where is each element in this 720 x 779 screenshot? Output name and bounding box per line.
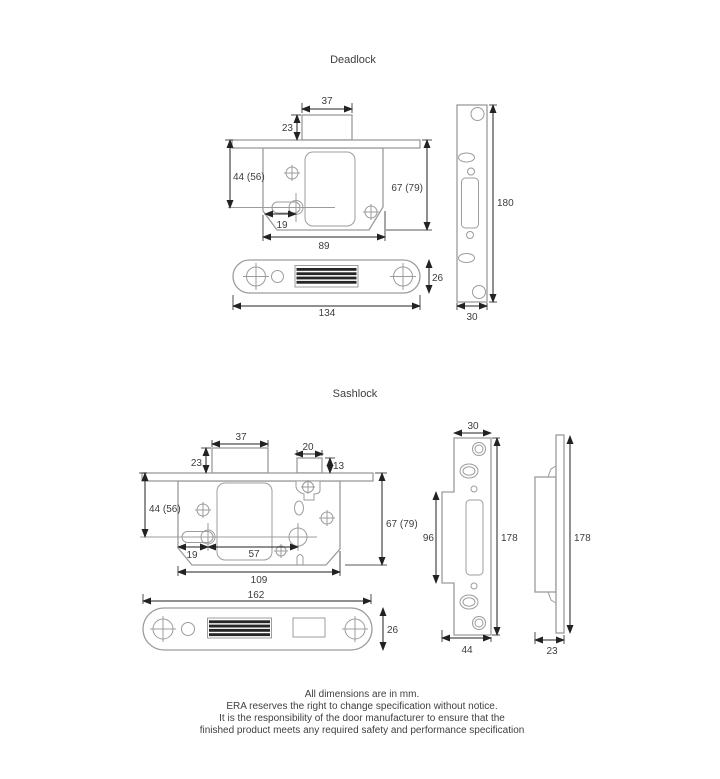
deadlock-strike-screw-left-icon (243, 263, 269, 290)
sashlock-strike-box (207, 617, 272, 639)
deadlock-forend-plate (231, 139, 421, 149)
sashlock-strike-hole-icon (181, 622, 195, 636)
sashlock-faceplate-top-width-label: 30 (467, 421, 479, 432)
deadlock-section: Deadlock (225, 54, 514, 323)
sashlock-latch-screw-icon (301, 480, 315, 494)
deadlock-faceplate-slot-bottom-icon (458, 253, 475, 263)
deadlock-faceplate-slot-top-icon (458, 152, 475, 163)
sashlock-latch-width-label: 20 (302, 442, 314, 453)
sashlock-bolt-width-label: 37 (235, 432, 247, 443)
sashlock-case-dimensions: 37 23 20 13 44 (56) 67 (79) 19 57 (139, 432, 418, 605)
deadlock-faceplate-screw-bottom-icon (472, 285, 486, 299)
deadlock-bolt-width-label: 37 (321, 96, 333, 107)
deadlock-strike-screw-right-icon (390, 263, 416, 290)
deadlock-strike-plate-drawing: 26 134 (232, 259, 444, 319)
deadlock-keyway-offset-label: 19 (276, 220, 288, 231)
sashlock-side-faceplate (555, 434, 565, 634)
deadlock-faceplate-drawing: 180 30 (456, 104, 514, 323)
deadlock-case-drawing (228, 114, 421, 231)
sashlock-slot-icon (294, 500, 304, 516)
sashlock-side-tab-top (547, 465, 557, 478)
deadlock-backset-label: 44 (56) (233, 172, 265, 183)
deadlock-fixing-hole-top-icon (284, 165, 300, 181)
deadlock-faceplate-screw-top-icon (470, 107, 485, 121)
sashlock-fixing-hole-left-icon (195, 502, 211, 518)
sashlock-faceplate-screw-top-icon (472, 442, 486, 456)
deadlock-faceplate-width-label: 30 (466, 312, 478, 323)
deadlock-strike-height-label: 26 (432, 273, 444, 284)
sashlock-side-height-label: 178 (574, 533, 591, 544)
sashlock-faceplate-drawing: 30 96 178 44 (423, 421, 518, 656)
sashlock-strike-height-label: 26 (387, 625, 399, 636)
deadlock-strike-plate (232, 259, 421, 294)
footer-line-3: It is the responsibility of the door man… (219, 713, 505, 724)
sashlock-case-cutout (216, 482, 273, 561)
deadlock-case-cutout (304, 151, 356, 227)
footer-line-1: All dimensions are in mm. (305, 689, 419, 700)
sashlock-strike-screw-left-icon (150, 616, 176, 642)
deadlock-faceplate-bolt-cutout (461, 177, 479, 229)
sashlock-side-view-drawing: 178 23 (534, 434, 591, 657)
sashlock-side-tab-bottom (547, 591, 557, 604)
sashlock-forend-width-label: 162 (248, 590, 265, 601)
deadlock-bolt (301, 114, 353, 141)
footer-notes: All dimensions are in mm. ERA reserves t… (200, 689, 525, 736)
deadlock-strike-hole-icon (271, 270, 284, 283)
deadlock-case-height-label: 67 (79) (391, 183, 423, 194)
sashlock-faceplate-bottom-width-label: 44 (461, 645, 473, 656)
deadlock-faceplate-hole-top-icon (467, 167, 475, 176)
deadlock-strike-width-label: 134 (319, 308, 336, 319)
sashlock-latch (296, 457, 323, 474)
sashlock-faceplate-cutout (465, 499, 484, 576)
deadlock-bolt-height-label: 23 (282, 123, 294, 134)
sashlock-faceplate-slot-top-icon (459, 463, 479, 479)
sashlock-section: Sashlock (139, 388, 591, 657)
deadlock-faceplate-hole-bottom-icon (466, 231, 474, 239)
sashlock-faceplate-screw-bottom-icon (472, 616, 486, 630)
sashlock-follower-offset-label: 57 (248, 549, 260, 560)
footer-line-2: ERA reserves the right to change specifi… (226, 701, 497, 712)
sashlock-fixing-hole-right-icon (319, 510, 335, 526)
sashlock-faceplate-hole-bottom-icon (470, 582, 478, 590)
sashlock-case-width-label: 109 (251, 575, 268, 586)
deadlock-case-width-label: 89 (318, 241, 330, 252)
deadlock-title: Deadlock (330, 54, 376, 66)
sashlock-keyway-offset-label: 19 (186, 550, 198, 561)
sashlock-title: Sashlock (333, 388, 378, 400)
sashlock-faceplate-cutout-height-label: 96 (423, 533, 435, 544)
sashlock-forend-plate (141, 472, 374, 482)
deadlock-fixing-hole-bottom-icon (363, 204, 379, 220)
sashlock-side-depth-label: 23 (546, 646, 558, 657)
sashlock-faceplate-slot-bottom-icon (459, 594, 479, 610)
deadlock-case-dimensions: 37 23 44 (56) 67 (79) 19 89 (225, 96, 432, 252)
sashlock-faceplate-hole-top-icon (470, 485, 478, 493)
footer-line-4: finished product meets any required safe… (200, 725, 525, 736)
deadlock-strike-box (294, 265, 359, 288)
deadlock-case-body (262, 147, 384, 231)
sashlock-bottom-notch (296, 554, 304, 565)
sashlock-backset-label: 44 (56) (149, 504, 181, 515)
sashlock-bolt-height-label: 23 (191, 458, 203, 469)
deadlock-faceplate-height-label: 180 (497, 198, 514, 209)
sashlock-strike-plate-drawing: 26 (142, 607, 399, 651)
sashlock-strike-screw-right-icon (342, 616, 368, 642)
sashlock-latch-height-label: 13 (333, 461, 345, 472)
sashlock-faceplate-height-label: 178 (501, 533, 518, 544)
sashlock-side-case (534, 476, 557, 593)
sashlock-case-height-label: 67 (79) (386, 519, 418, 530)
sashlock-bolt (211, 447, 269, 474)
sashlock-strike-latch-cutout (292, 617, 326, 638)
